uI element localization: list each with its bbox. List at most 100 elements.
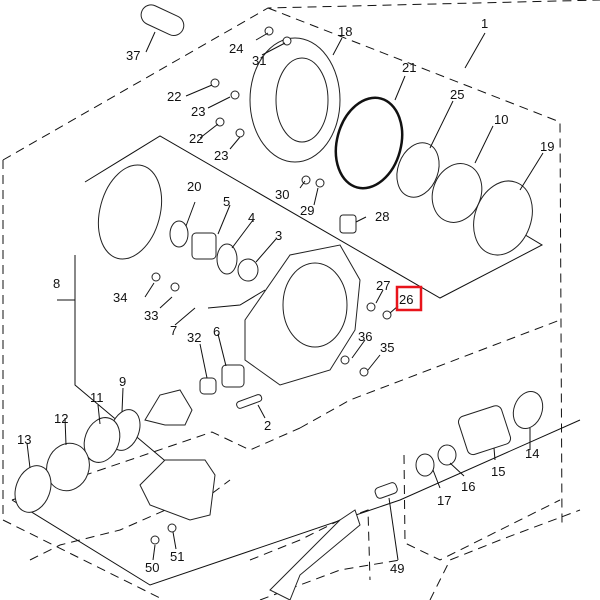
callout-c14[interactable]: 14	[525, 446, 539, 461]
leader-line	[394, 75, 406, 101]
leader-line	[474, 125, 494, 164]
leader-line	[217, 204, 231, 235]
callout-c21[interactable]: 21	[402, 60, 416, 75]
callout-c36[interactable]: 36	[358, 329, 372, 344]
callout-c5[interactable]: 5	[223, 194, 230, 209]
part-gear-case-cover	[282, 262, 348, 348]
fastener	[366, 302, 376, 312]
callout-c12[interactable]: 12	[54, 411, 68, 426]
callout-c25[interactable]: 25	[450, 87, 464, 102]
leader-line	[367, 354, 381, 371]
part-12-nut	[46, 442, 90, 492]
callout-c22b[interactable]: 22	[189, 131, 203, 146]
callout-c22a[interactable]: 22	[167, 89, 181, 104]
callout-c7[interactable]: 7	[170, 323, 177, 338]
callout-c2[interactable]: 2	[264, 418, 271, 433]
callout-c13[interactable]: 13	[17, 432, 31, 447]
callout-c35[interactable]: 35	[380, 340, 394, 355]
leader-line	[185, 84, 213, 97]
part-32-collar	[199, 377, 217, 395]
leader-line	[231, 219, 254, 249]
part-49-spring	[374, 482, 398, 499]
callout-c20[interactable]: 20	[187, 179, 201, 194]
fastener	[315, 178, 325, 188]
callout-c8[interactable]: 8	[53, 276, 60, 291]
fastener	[340, 355, 350, 365]
callout-c33[interactable]: 33	[144, 308, 158, 323]
part-18-bore	[275, 57, 329, 143]
leader-line	[519, 152, 544, 191]
part-13-ring	[14, 465, 52, 513]
part-6-bearing	[221, 364, 245, 388]
leader-line	[199, 343, 208, 379]
part-28-breather	[339, 214, 357, 234]
part-3-bushing	[237, 258, 259, 282]
callout-c23b[interactable]: 23	[214, 148, 228, 163]
callout-c3[interactable]: 3	[275, 228, 282, 243]
leader-line	[299, 180, 306, 189]
fastener	[359, 367, 369, 377]
callout-labels: 1234567891011121314151617181920212222232…	[17, 16, 554, 576]
leader-line	[449, 462, 465, 477]
callout-c30[interactable]: 30	[275, 187, 289, 202]
leader-line	[493, 447, 496, 461]
leader-line	[388, 497, 399, 561]
parts	[14, 4, 544, 600]
leader-line	[229, 136, 241, 150]
callout-c28[interactable]: 28	[375, 209, 389, 224]
part-25-seal	[396, 142, 440, 198]
callout-c31[interactable]: 31	[252, 53, 266, 68]
leader-line	[255, 32, 269, 41]
part-14-seal	[512, 391, 544, 429]
callout-c11[interactable]: 11	[90, 390, 104, 405]
part-2-stud	[236, 394, 263, 409]
callout-c32[interactable]: 32	[187, 330, 201, 345]
leader-line	[432, 469, 441, 489]
callout-c51[interactable]: 51	[170, 549, 184, 564]
leader-line	[261, 42, 286, 56]
part-19-bearing	[473, 180, 533, 256]
callout-c23a[interactable]: 23	[191, 104, 205, 119]
callout-c4[interactable]: 4	[248, 210, 255, 225]
callout-c19[interactable]: 19	[540, 139, 554, 154]
callout-c49[interactable]: 49	[390, 561, 404, 576]
callout-c26[interactable]: 26	[399, 292, 413, 307]
leader-line	[159, 296, 173, 309]
callout-c6[interactable]: 6	[213, 324, 220, 339]
part-4-seal	[216, 243, 238, 275]
leader-line	[375, 289, 384, 304]
callout-c37[interactable]: 37	[126, 48, 140, 63]
leader-line	[144, 282, 155, 298]
leader-line	[313, 187, 319, 206]
callout-c29[interactable]: 29	[300, 203, 314, 218]
callout-c18[interactable]: 18	[338, 24, 352, 39]
part-17-nut	[415, 453, 435, 477]
callout-c16[interactable]: 16	[461, 479, 475, 494]
part-20-shim	[169, 220, 189, 248]
callout-c1[interactable]: 1	[481, 16, 488, 31]
leader-line	[217, 333, 227, 367]
leader-line	[185, 201, 196, 227]
leader-line	[199, 123, 219, 139]
callout-c10[interactable]: 10	[494, 112, 508, 127]
callout-c24[interactable]: 24	[229, 41, 243, 56]
callout-c27[interactable]: 27	[376, 278, 390, 293]
part-15-sleeve	[458, 405, 512, 456]
fastener	[230, 90, 240, 100]
callout-c17[interactable]: 17	[437, 493, 451, 508]
fastener	[170, 282, 180, 292]
leader-line	[26, 442, 31, 469]
part-pinion-gear	[144, 389, 193, 426]
callout-c15[interactable]: 15	[491, 464, 505, 479]
callout-c9[interactable]: 9	[119, 374, 126, 389]
part-5-needle-bearing	[191, 232, 217, 260]
callout-c50[interactable]: 50	[145, 560, 159, 575]
fastener	[382, 310, 392, 320]
leader-line	[464, 32, 486, 69]
leader-line	[64, 417, 67, 446]
callout-c34[interactable]: 34	[113, 290, 127, 305]
part-8-ring-gear	[97, 164, 163, 260]
part-16-washer	[437, 444, 457, 466]
